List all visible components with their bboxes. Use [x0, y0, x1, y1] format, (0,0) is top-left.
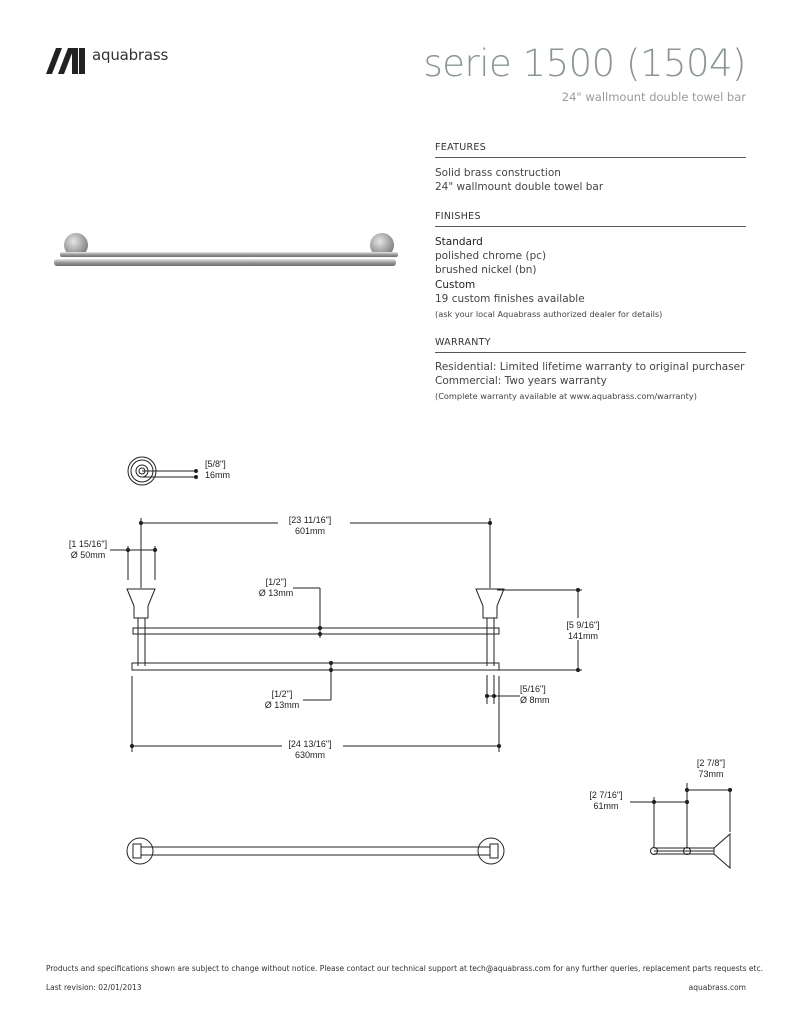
dim-proj-outer-mm: 73mm — [698, 769, 724, 779]
dim-height-in: [5 9/16"] — [566, 620, 600, 630]
finishes-custom-note: (ask your local Aquabrass authorized dea… — [435, 309, 663, 319]
dim-bar-bottom-in: [1/2"] — [271, 689, 293, 699]
top-view — [126, 837, 505, 865]
finishes-custom-text: 19 custom finishes available — [435, 293, 585, 305]
dim-proj-outer-in: [2 7/8"] — [696, 758, 726, 768]
dim-bar-bottom-mm: Ø 13mm — [264, 700, 300, 710]
feature-item: Solid brass construction — [435, 167, 561, 179]
dim-proj-inner-mm: 61mm — [593, 801, 619, 811]
finish-item: polished chrome (pc) — [435, 250, 547, 262]
dim-bar-bottom-label: [1/2"] Ø 13mm — [254, 689, 310, 711]
dim-overall-label: [24 13/16"] 630mm — [274, 739, 346, 761]
side-view — [630, 783, 733, 870]
footer-disclaimer: Products and specifications shown are su… — [46, 964, 763, 973]
page-subtitle: 24" wallmount double towel bar — [561, 90, 746, 104]
product-photo — [54, 233, 398, 266]
feature-item: 24" wallmount double towel bar — [435, 181, 604, 193]
dim-rod-label: [5/16"] Ø 8mm — [520, 684, 550, 706]
dim-height-label: [5 9/16"] 141mm — [556, 620, 610, 642]
warranty-commercial: Commercial: Two years warranty — [435, 375, 607, 387]
dim-rod-mm: Ø 8mm — [520, 695, 550, 705]
dim-overall-in: [24 13/16"] — [288, 739, 332, 749]
dim-rod-in: [5/16"] — [520, 684, 546, 694]
dim-flange-label: [1 15/16"] Ø 50mm — [56, 539, 120, 561]
dim-center-label: [23 11/16"] 601mm — [272, 515, 348, 537]
footer-website[interactable]: aquabrass.com — [688, 983, 746, 992]
dim-end-label: [5/8"] 16mm — [205, 459, 230, 481]
finish-item: brushed nickel (bn) — [435, 264, 537, 276]
dim-flange-mm: Ø 50mm — [70, 550, 106, 560]
dim-end-mm: 16mm — [205, 470, 231, 480]
dim-height-mm: 141mm — [567, 631, 598, 641]
brand-logo: aquabrass — [46, 46, 186, 76]
dim-overall-mm: 630mm — [294, 750, 325, 760]
end-view — [127, 456, 198, 486]
warranty-heading: WARRANTY — [435, 337, 746, 353]
footer-revision: Last revision: 02/01/2013 — [46, 983, 142, 992]
dim-proj-outer-label: [2 7/8"] 73mm — [684, 758, 738, 780]
finishes-custom-label: Custom — [435, 279, 476, 291]
dim-bar-top-in: [1/2"] — [265, 577, 287, 587]
dim-center-in: [23 11/16"] — [288, 515, 332, 525]
dim-bar-top-label: [1/2"] Ø 13mm — [248, 577, 304, 599]
warranty-note: (Complete warranty available at www.aqua… — [435, 391, 697, 401]
finishes-standard-label: Standard — [435, 236, 483, 248]
dim-center-mm: 601mm — [294, 526, 325, 536]
finishes-heading: FINISHES — [435, 211, 746, 227]
brand-name: aquabrass — [92, 46, 169, 64]
brand-logo-mark — [46, 48, 85, 74]
technical-drawing — [110, 456, 733, 870]
dim-proj-inner-label: [2 7/16"] 61mm — [578, 790, 634, 812]
dim-bar-top-mm: Ø 13mm — [258, 588, 294, 598]
page-title: serie 1500 (1504) — [423, 42, 746, 85]
dim-proj-inner-in: [2 7/16"] — [589, 790, 623, 800]
warranty-residential: Residential: Limited lifetime warranty t… — [435, 361, 745, 373]
dim-flange-in: [1 15/16"] — [68, 539, 108, 549]
features-heading: FEATURES — [435, 142, 746, 158]
dim-end-in: [5/8"] — [205, 459, 226, 469]
